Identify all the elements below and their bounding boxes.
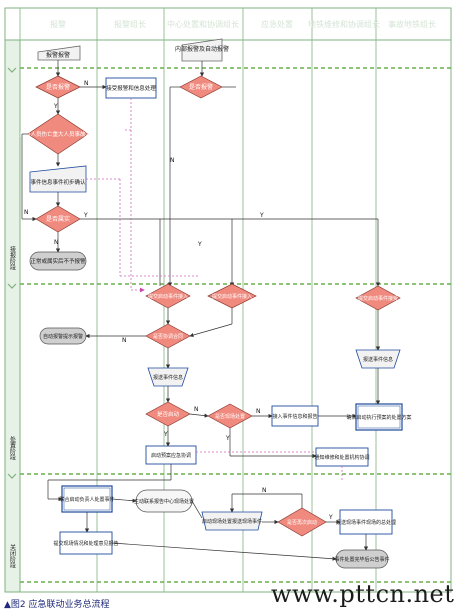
column-header-3: 中心处置和协调组长 (167, 19, 239, 29)
column-header-2: 报警组长 (114, 19, 146, 29)
info-recognition-shape (29, 165, 87, 193)
column-headers: 报警 报警组长 中心处置和协调组长 应急处置 地铁维修和协调组长 事故地铁组长 (50, 19, 436, 29)
edge-label-n8: N (262, 487, 267, 494)
process-scene-report-label: 报送现场事件现场的总处理 (336, 519, 396, 526)
edge-label-n1: N (84, 80, 89, 87)
close-connectors (47, 479, 369, 561)
dispatch-info-label: 报送事件信息 (153, 374, 183, 381)
receive-info-label: 报送事件信息 (363, 356, 393, 363)
process-report-info-label: 接受报警和信息处理 (106, 84, 156, 92)
decision-confirm-b-label: 提交启动事件接入 (212, 293, 252, 300)
dashed-links (86, 98, 200, 293)
receive-input-label: 内部报警及自动报警 (175, 45, 229, 53)
dispose-dashed-links (196, 451, 343, 480)
process-join-action-inner (63, 487, 111, 511)
receive-info-shape (355, 349, 401, 369)
decision-is-emergency-label: 是否启动 (157, 410, 180, 418)
decision-confirm-a-label: 提交启动事件接入 (148, 293, 188, 300)
decision-is-reply-label: 是否再次启动 (287, 519, 317, 526)
decision-is-confirm-label: 是否属实 (46, 215, 70, 223)
edge-label-n3: N (170, 157, 175, 164)
column-header-1: 报警 (50, 19, 66, 29)
decision-is-reply (277, 507, 327, 537)
dispatch-info-shape (147, 367, 189, 387)
header-band (4, 7, 452, 41)
edge-label-n6: N (256, 408, 261, 415)
decision-is-scene-label: 是否现场处置 (215, 413, 245, 420)
dispose-connectors (85, 308, 381, 480)
scene-action-shape (201, 511, 263, 531)
edge-label-y4: Y (197, 241, 202, 248)
process-emergency-plan-inner (357, 405, 401, 429)
decision-is-alarm-2-label: 是否报警 (189, 83, 213, 91)
edge-label-y6: Y (225, 435, 230, 442)
info-recognition-label: 事件信息事件初步确认 (30, 178, 86, 186)
column-header-6: 事故地铁组长 (388, 19, 436, 29)
alarm-input-label: 报警报警 (46, 51, 70, 59)
dispose-edge-labels: N N Y Y N (122, 337, 261, 442)
phase-chevrons (7, 67, 17, 479)
receive-input-shape (181, 38, 223, 62)
edge-label-y7: Y (328, 514, 333, 521)
terminal-auto-report-label: 自动报警提示报警 (43, 333, 83, 340)
decision-is-coordinate-label: 是否协调合同 (153, 333, 183, 340)
phase-sidebar (4, 39, 21, 593)
decision-is-alarm-2 (179, 75, 223, 99)
edge-labels: Y N N Y Y Y N N (24, 80, 264, 248)
watermark-text: www.pttcn.net (271, 580, 455, 608)
terminal-normal-close-label: 正常或属实后不予报警 (30, 257, 86, 265)
column-header-4: 应急处置 (261, 19, 293, 29)
decision-is-alarm-1-label: 是否报警 (46, 83, 70, 91)
terminal-lead-report-label: 主动联系报告中心现场处置 (134, 498, 194, 505)
process-receive-event-label: 接入事件信息和报告 (272, 413, 317, 420)
process-notify-repair-label: 通知维修和处置机构协调 (314, 454, 369, 461)
edge-label-y3: Y (259, 212, 264, 219)
column-header-5: 地铁维修和协调组长 (308, 19, 380, 29)
edge-label-n2: N (24, 209, 29, 216)
terminal-final-close-label: 事件处置完毕后公告事件 (334, 556, 389, 563)
phase-label-dispose: 处置阶段 (9, 435, 16, 461)
phase-label-close: 关闭阶段 (9, 543, 16, 569)
edge-label-y5: Y (163, 431, 168, 438)
phase-label-receive: 接报阶段 (9, 245, 16, 271)
scene-action-label: 启动现场处置报送现场事件 (202, 518, 262, 525)
close-edge-labels: N Y (262, 487, 333, 521)
receive-connectors (21, 60, 381, 287)
edge-label-n4: N (54, 239, 59, 246)
process-emergency-plan-label: 确认启动执行预案的处置方案 (346, 414, 411, 421)
decision-confirm-c-label: 提交启动事件接受 (358, 295, 398, 302)
figure-caption: ▲图2 应急联动业务总流程 (4, 600, 110, 610)
alarm-input-shape (37, 45, 81, 61)
edge-label-y2: Y (83, 212, 88, 219)
process-scene-info-label: 启动预案应急协调 (151, 452, 191, 459)
process-join-action-label: 联合启动负责人处置事件 (59, 496, 114, 503)
edge-label-y1: Y (53, 103, 58, 110)
decision-is-major-label: 是否人员伤亡重大人员事故发生 (19, 130, 97, 138)
process-submit-scene-label: 提交现场情况和处理意见报告 (53, 540, 118, 547)
edge-label-n7: N (122, 337, 127, 344)
phase-labels: 接报阶段 处置阶段 关闭阶段 (9, 245, 16, 569)
edge-label-n5: N (194, 406, 199, 413)
